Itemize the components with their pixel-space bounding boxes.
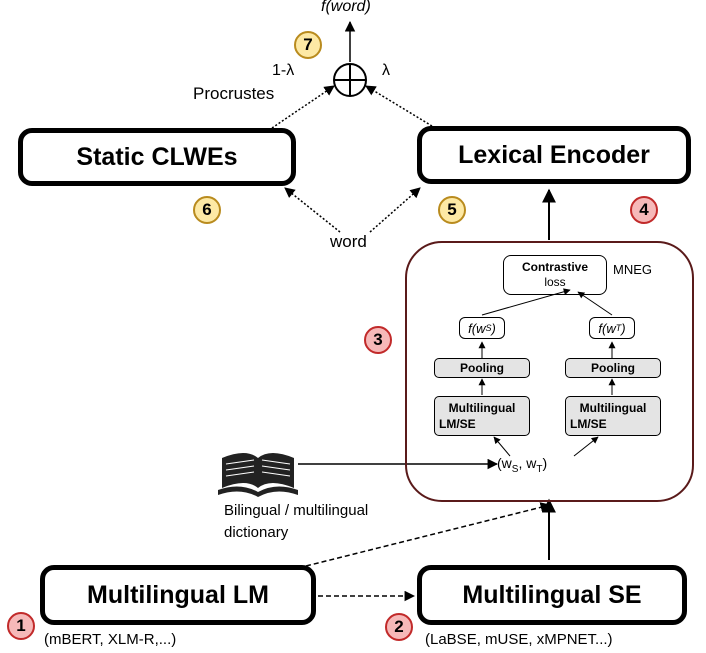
lm-se-right-box: Multilingual LM/SE bbox=[565, 396, 661, 436]
lm-se-left-box: Multilingual LM/SE bbox=[434, 396, 530, 436]
multilingual-se-label: Multilingual SE bbox=[462, 580, 642, 609]
right-weight-label: λ bbox=[382, 62, 390, 79]
badge-5: 5 bbox=[438, 196, 466, 224]
pooling-right-box: Pooling bbox=[565, 358, 661, 378]
multilingual-se-box: Multilingual SE bbox=[417, 565, 687, 625]
pooling-right-label: Pooling bbox=[591, 361, 635, 375]
pair-t-sub: T bbox=[536, 463, 543, 475]
badge-6: 6 bbox=[193, 196, 221, 224]
lm-se-right-line1: Multilingual bbox=[579, 401, 647, 415]
lexical-encoder-label: Lexical Encoder bbox=[458, 140, 650, 169]
arrow-lexical-to-combine bbox=[365, 85, 433, 127]
contrastive-label: Contrastive bbox=[521, 260, 589, 274]
lexical-encoder-box: Lexical Encoder bbox=[417, 126, 691, 184]
f-ws-close: ) bbox=[491, 320, 496, 336]
arrow-static-to-combine bbox=[271, 85, 335, 129]
static-clwes-label: Static CLWEs bbox=[76, 142, 238, 171]
f-ws-sub: S bbox=[485, 323, 492, 333]
contrastive-panel bbox=[405, 241, 694, 502]
f-wt-label: f(w bbox=[598, 320, 616, 336]
dictionary-line2: dictionary bbox=[224, 524, 289, 541]
f-ws-label: f(w bbox=[468, 320, 486, 336]
word-label: word bbox=[330, 232, 367, 251]
pair-end: ) bbox=[542, 455, 548, 471]
arrow-word-to-static bbox=[284, 187, 341, 233]
arrow-word-to-lexical bbox=[369, 187, 421, 233]
f-wt-close: ) bbox=[621, 320, 626, 336]
badge-7: 7 bbox=[294, 31, 322, 59]
dictionary-label: Bilingual / multilingual dictionary bbox=[224, 500, 368, 544]
loss-label: loss bbox=[544, 275, 566, 289]
dictionary-line1: Bilingual / multilingual bbox=[224, 502, 369, 519]
badge-1: 1 bbox=[7, 612, 35, 640]
pair-s-sub: S bbox=[511, 463, 519, 475]
word-pair-label: (wS, wT) bbox=[497, 455, 547, 475]
book-icon bbox=[218, 453, 298, 497]
multilingual-lm-box: Multilingual LM bbox=[40, 565, 316, 625]
pair-mid: , w bbox=[518, 455, 537, 471]
multilingual-lm-label: Multilingual LM bbox=[87, 580, 269, 609]
arrow-mlm-to-panel bbox=[305, 502, 552, 567]
contrastive-loss-box: Contrastive loss bbox=[503, 255, 607, 295]
pooling-left-label: Pooling bbox=[460, 361, 504, 375]
badge-3: 3 bbox=[364, 326, 392, 354]
f-wt-sub: T bbox=[615, 323, 622, 333]
mneg-label: MNEG bbox=[613, 262, 652, 277]
mlm-examples: (mBERT, XLM-R,...) bbox=[44, 631, 177, 648]
static-clwes-box: Static CLWEs bbox=[18, 128, 296, 186]
output-label: f(word) bbox=[321, 0, 371, 15]
procrustes-label: Procrustes bbox=[193, 84, 275, 103]
pooling-left-box: Pooling bbox=[434, 358, 530, 378]
badge-2: 2 bbox=[385, 613, 413, 641]
left-weight-label: 1-λ bbox=[272, 62, 295, 79]
lm-se-left-line2: LM/SE bbox=[439, 417, 476, 431]
pair-w: (w bbox=[497, 455, 512, 471]
lm-se-left-line1: Multilingual bbox=[448, 401, 516, 415]
lm-se-right-line2: LM/SE bbox=[570, 417, 607, 431]
badge-4: 4 bbox=[630, 196, 658, 224]
mse-examples: (LaBSE, mUSE, xMPNET...) bbox=[425, 631, 613, 648]
